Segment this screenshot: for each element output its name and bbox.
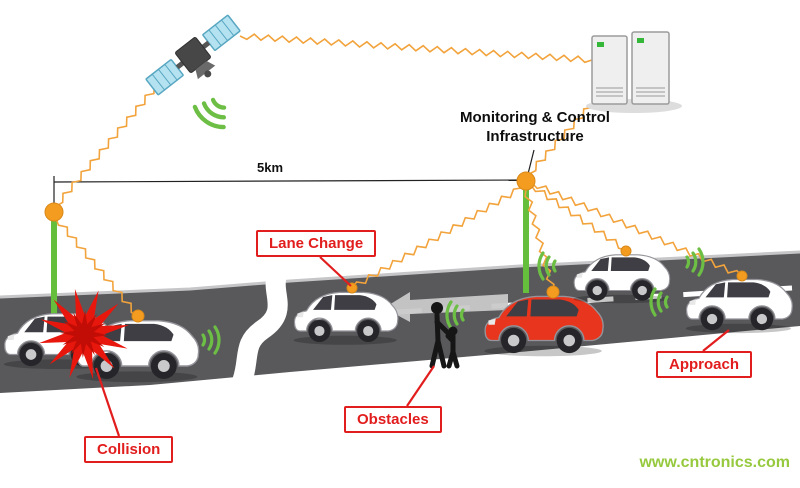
pedestrian-icon <box>429 302 460 369</box>
lane-change-arrow-icon <box>384 292 508 322</box>
label-lane-change: Lane Change <box>256 230 377 257</box>
rsu-node-icon <box>516 171 536 191</box>
label-obstacles: Obstacles <box>344 406 442 433</box>
distance-label: 5km <box>256 160 284 175</box>
infrastructure-title-line2: Infrastructure <box>486 128 584 145</box>
satellite-signal-icon <box>192 94 233 132</box>
title-pointer-line <box>527 149 535 175</box>
infrastructure-title: Monitoring & Control Infrastructure <box>410 108 660 146</box>
satellite-icon <box>145 14 241 96</box>
label-collision: Collision <box>84 436 174 463</box>
car-node-icon <box>131 309 145 323</box>
infrastructure-title-line1: Monitoring & Control <box>460 109 610 126</box>
car-node-icon <box>620 245 632 257</box>
rsu-pole-left <box>51 212 57 324</box>
collision-burst-icon <box>38 288 130 380</box>
road-bend <box>218 250 300 416</box>
rsu-pole-right <box>523 181 529 293</box>
annotation-pointers <box>94 256 730 437</box>
server-rack-icon <box>586 31 682 113</box>
rsu-node-icon <box>44 202 64 222</box>
label-approach: Approach <box>656 351 753 378</box>
watermark: www.cntronics.com <box>639 454 790 471</box>
car-node-icon <box>736 270 748 282</box>
distance-line <box>53 149 535 208</box>
car-node-icon <box>546 285 560 299</box>
